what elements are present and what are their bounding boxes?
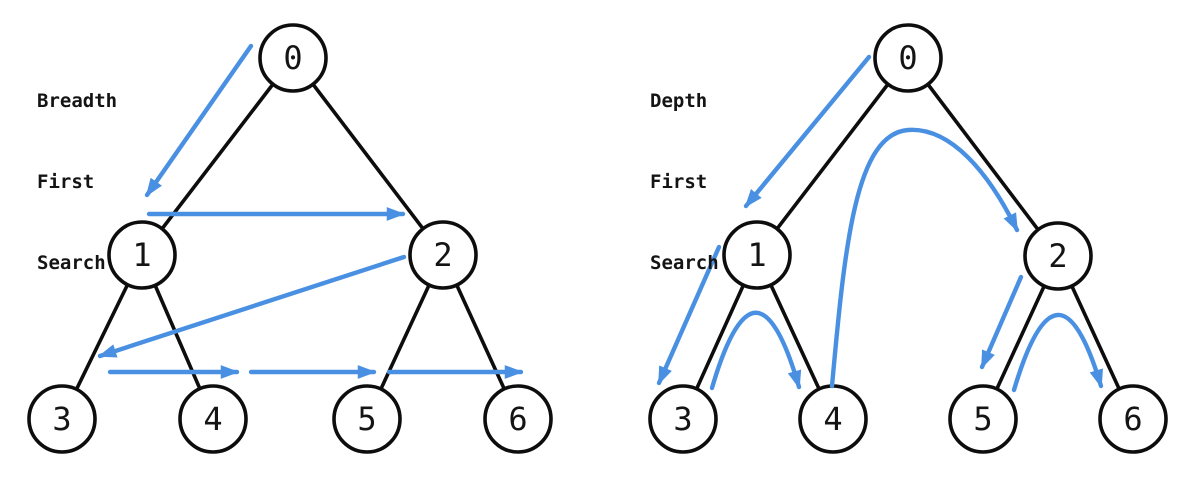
bfs-node-5 [332, 384, 402, 454]
bfs-edge-0-1 [140, 56, 295, 257]
dfs-title-line: Search [650, 252, 719, 274]
bfs-node-4 [178, 384, 248, 454]
dfs-title-line: Depth [650, 90, 708, 112]
dfs-edge-0-1 [755, 56, 910, 257]
bfs-tree: 0 1 2 3 4 5 6 [27, 23, 553, 454]
dfs-title: Depth First Search [650, 34, 719, 331]
dfs-traversal-arrow-1-3 [656, 244, 722, 386]
bfs-node-1 [107, 220, 177, 290]
bfs-node-2 [408, 220, 478, 290]
dfs-traversal-arrow-2-5 [979, 274, 1024, 370]
bfs-node-3 [27, 384, 97, 454]
dfs-node-0 [873, 23, 943, 93]
dfs-node-label-0: 0 [898, 39, 917, 77]
dfs-node-label-1: 1 [747, 236, 766, 274]
dfs-title-line: First [650, 171, 708, 193]
dfs-node-label-2: 2 [1048, 237, 1067, 275]
bfs-node-label-2: 2 [433, 236, 452, 274]
bfs-node-0 [258, 23, 328, 93]
dfs-node-1 [722, 220, 792, 290]
bfs-traversal-arrow-0-1 [144, 43, 254, 198]
dfs-node-label-6: 6 [1123, 400, 1142, 438]
bfs-node-label-0: 0 [283, 39, 302, 77]
dfs-node-3 [648, 384, 718, 454]
dfs-node-label-3: 3 [673, 400, 692, 438]
dfs-traversal-arrow-4-2 [829, 127, 1020, 389]
dfs-traversal-arrow-3-4 [709, 310, 802, 391]
dfs-node-2 [1023, 221, 1093, 291]
bfs-node-label-3: 3 [52, 400, 71, 438]
dfs-node-6 [1098, 384, 1168, 454]
dfs-node-label-4: 4 [823, 400, 842, 438]
dfs-edge-0-2 [906, 56, 1060, 258]
bfs-traversal-arrow-2-3 [97, 254, 407, 359]
bfs-node-label-5: 5 [357, 400, 376, 438]
dfs-node-5 [948, 384, 1018, 454]
bfs-node-label-4: 4 [203, 400, 222, 438]
bfs-title: Breadth First Search [37, 34, 117, 331]
bfs-node-6 [483, 384, 553, 454]
dfs-node-label-5: 5 [973, 400, 992, 438]
bfs-title-line: First [37, 171, 95, 193]
bfs-node-label-6: 6 [508, 400, 527, 438]
dfs-tree: 0 1 2 3 4 5 6 [648, 23, 1168, 454]
bfs-title-line: Search [37, 252, 106, 274]
bfs-title-line: Breadth [37, 90, 118, 112]
bfs-node-label-1: 1 [132, 236, 151, 274]
bfs-edge-0-2 [291, 56, 445, 257]
dfs-traversal-arrow-0-1 [743, 54, 872, 209]
dfs-traversal-arrow-5-6 [1011, 312, 1104, 393]
